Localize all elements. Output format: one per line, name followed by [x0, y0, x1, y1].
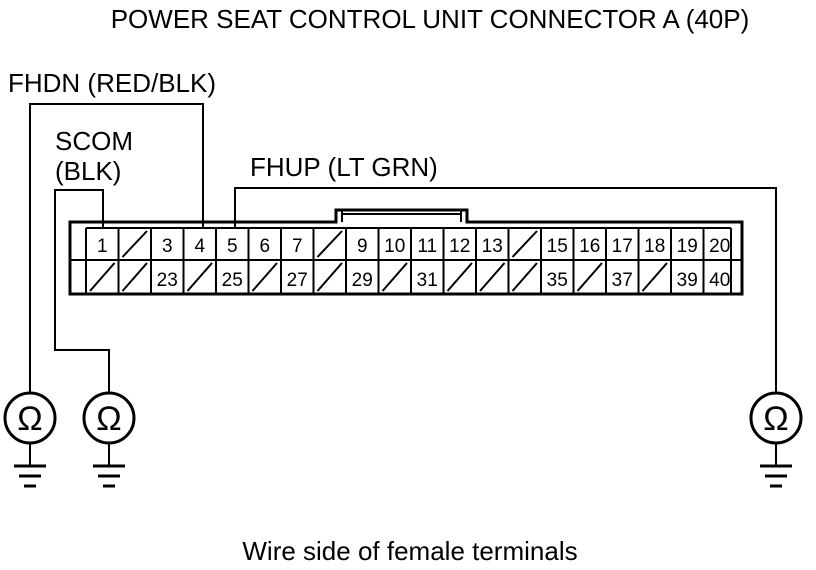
scom-label-line1: SCOM: [55, 126, 133, 156]
unused-cavity-slash: [251, 262, 278, 292]
wires: [29, 103, 777, 392]
unused-cavity-slash: [576, 262, 603, 292]
pin-number: 31: [417, 270, 438, 291]
scom-label-line2: (BLK): [55, 156, 121, 186]
pin-number: 37: [612, 270, 633, 291]
pin-number: 17: [612, 236, 633, 257]
unused-cavity-slash: [641, 262, 668, 292]
pin-number: 3: [162, 236, 173, 257]
pin-number: 1: [97, 236, 108, 257]
connector-row-2: 23 25 27 29 31 35 37 39 40: [89, 260, 730, 294]
unused-cavity-slash: [479, 262, 506, 292]
pin-number: 13: [482, 236, 503, 257]
unused-cavity-slash: [186, 262, 213, 292]
ohm-icon: Ω: [17, 400, 42, 438]
pin-number: 19: [677, 236, 698, 257]
pin-number: 10: [384, 236, 405, 257]
fhup-label: FHUP (LT GRN): [250, 152, 438, 182]
unused-cavity-slash: [89, 262, 116, 292]
scom-wire: [54, 189, 110, 392]
pin-number: 20: [709, 236, 730, 257]
ohmmeter-middle: Ω: [82, 391, 136, 488]
fhdn-label: FHDN (RED/BLK): [8, 68, 216, 98]
pin-number: 23: [157, 270, 178, 291]
unused-cavity-slash: [316, 230, 343, 258]
unused-cavity-slash: [511, 230, 538, 258]
pin-number: 7: [292, 236, 303, 257]
pin-number: 4: [194, 236, 205, 257]
ohmmeter-right: Ω: [749, 391, 803, 488]
pin-number: 12: [449, 236, 470, 257]
pin-number: 11: [417, 236, 437, 257]
ohm-icon: Ω: [96, 400, 121, 438]
pin-number: 35: [547, 270, 568, 291]
fhup-wire: [234, 187, 777, 392]
unused-cavity-slash: [316, 262, 343, 292]
diagram-caption: Wire side of female terminals: [242, 536, 577, 566]
pin-number: 16: [579, 236, 600, 257]
diagram-title: POWER SEAT CONTROL UNIT CONNECTOR A (40P…: [111, 4, 750, 34]
pin-number: 29: [352, 270, 373, 291]
pin-number: 6: [259, 236, 270, 257]
unused-cavity-slash: [511, 262, 538, 292]
unused-cavity-slash: [121, 262, 148, 292]
pin-number: 25: [222, 270, 243, 291]
pin-number: 9: [357, 236, 368, 257]
unused-cavity-slash: [121, 230, 148, 258]
pin-number: 40: [709, 270, 730, 291]
pin-number: 5: [227, 236, 238, 257]
pin-number: 18: [644, 236, 665, 257]
pin-number: 15: [547, 236, 568, 257]
unused-cavity-slash: [446, 262, 473, 292]
ohmmeter-left: Ω: [3, 391, 57, 488]
pin-number: 39: [677, 270, 698, 291]
fhdn-wire: [29, 103, 204, 392]
pin-number: 27: [287, 270, 308, 291]
unused-cavity-slash: [381, 262, 408, 292]
ohm-icon: Ω: [763, 400, 788, 438]
